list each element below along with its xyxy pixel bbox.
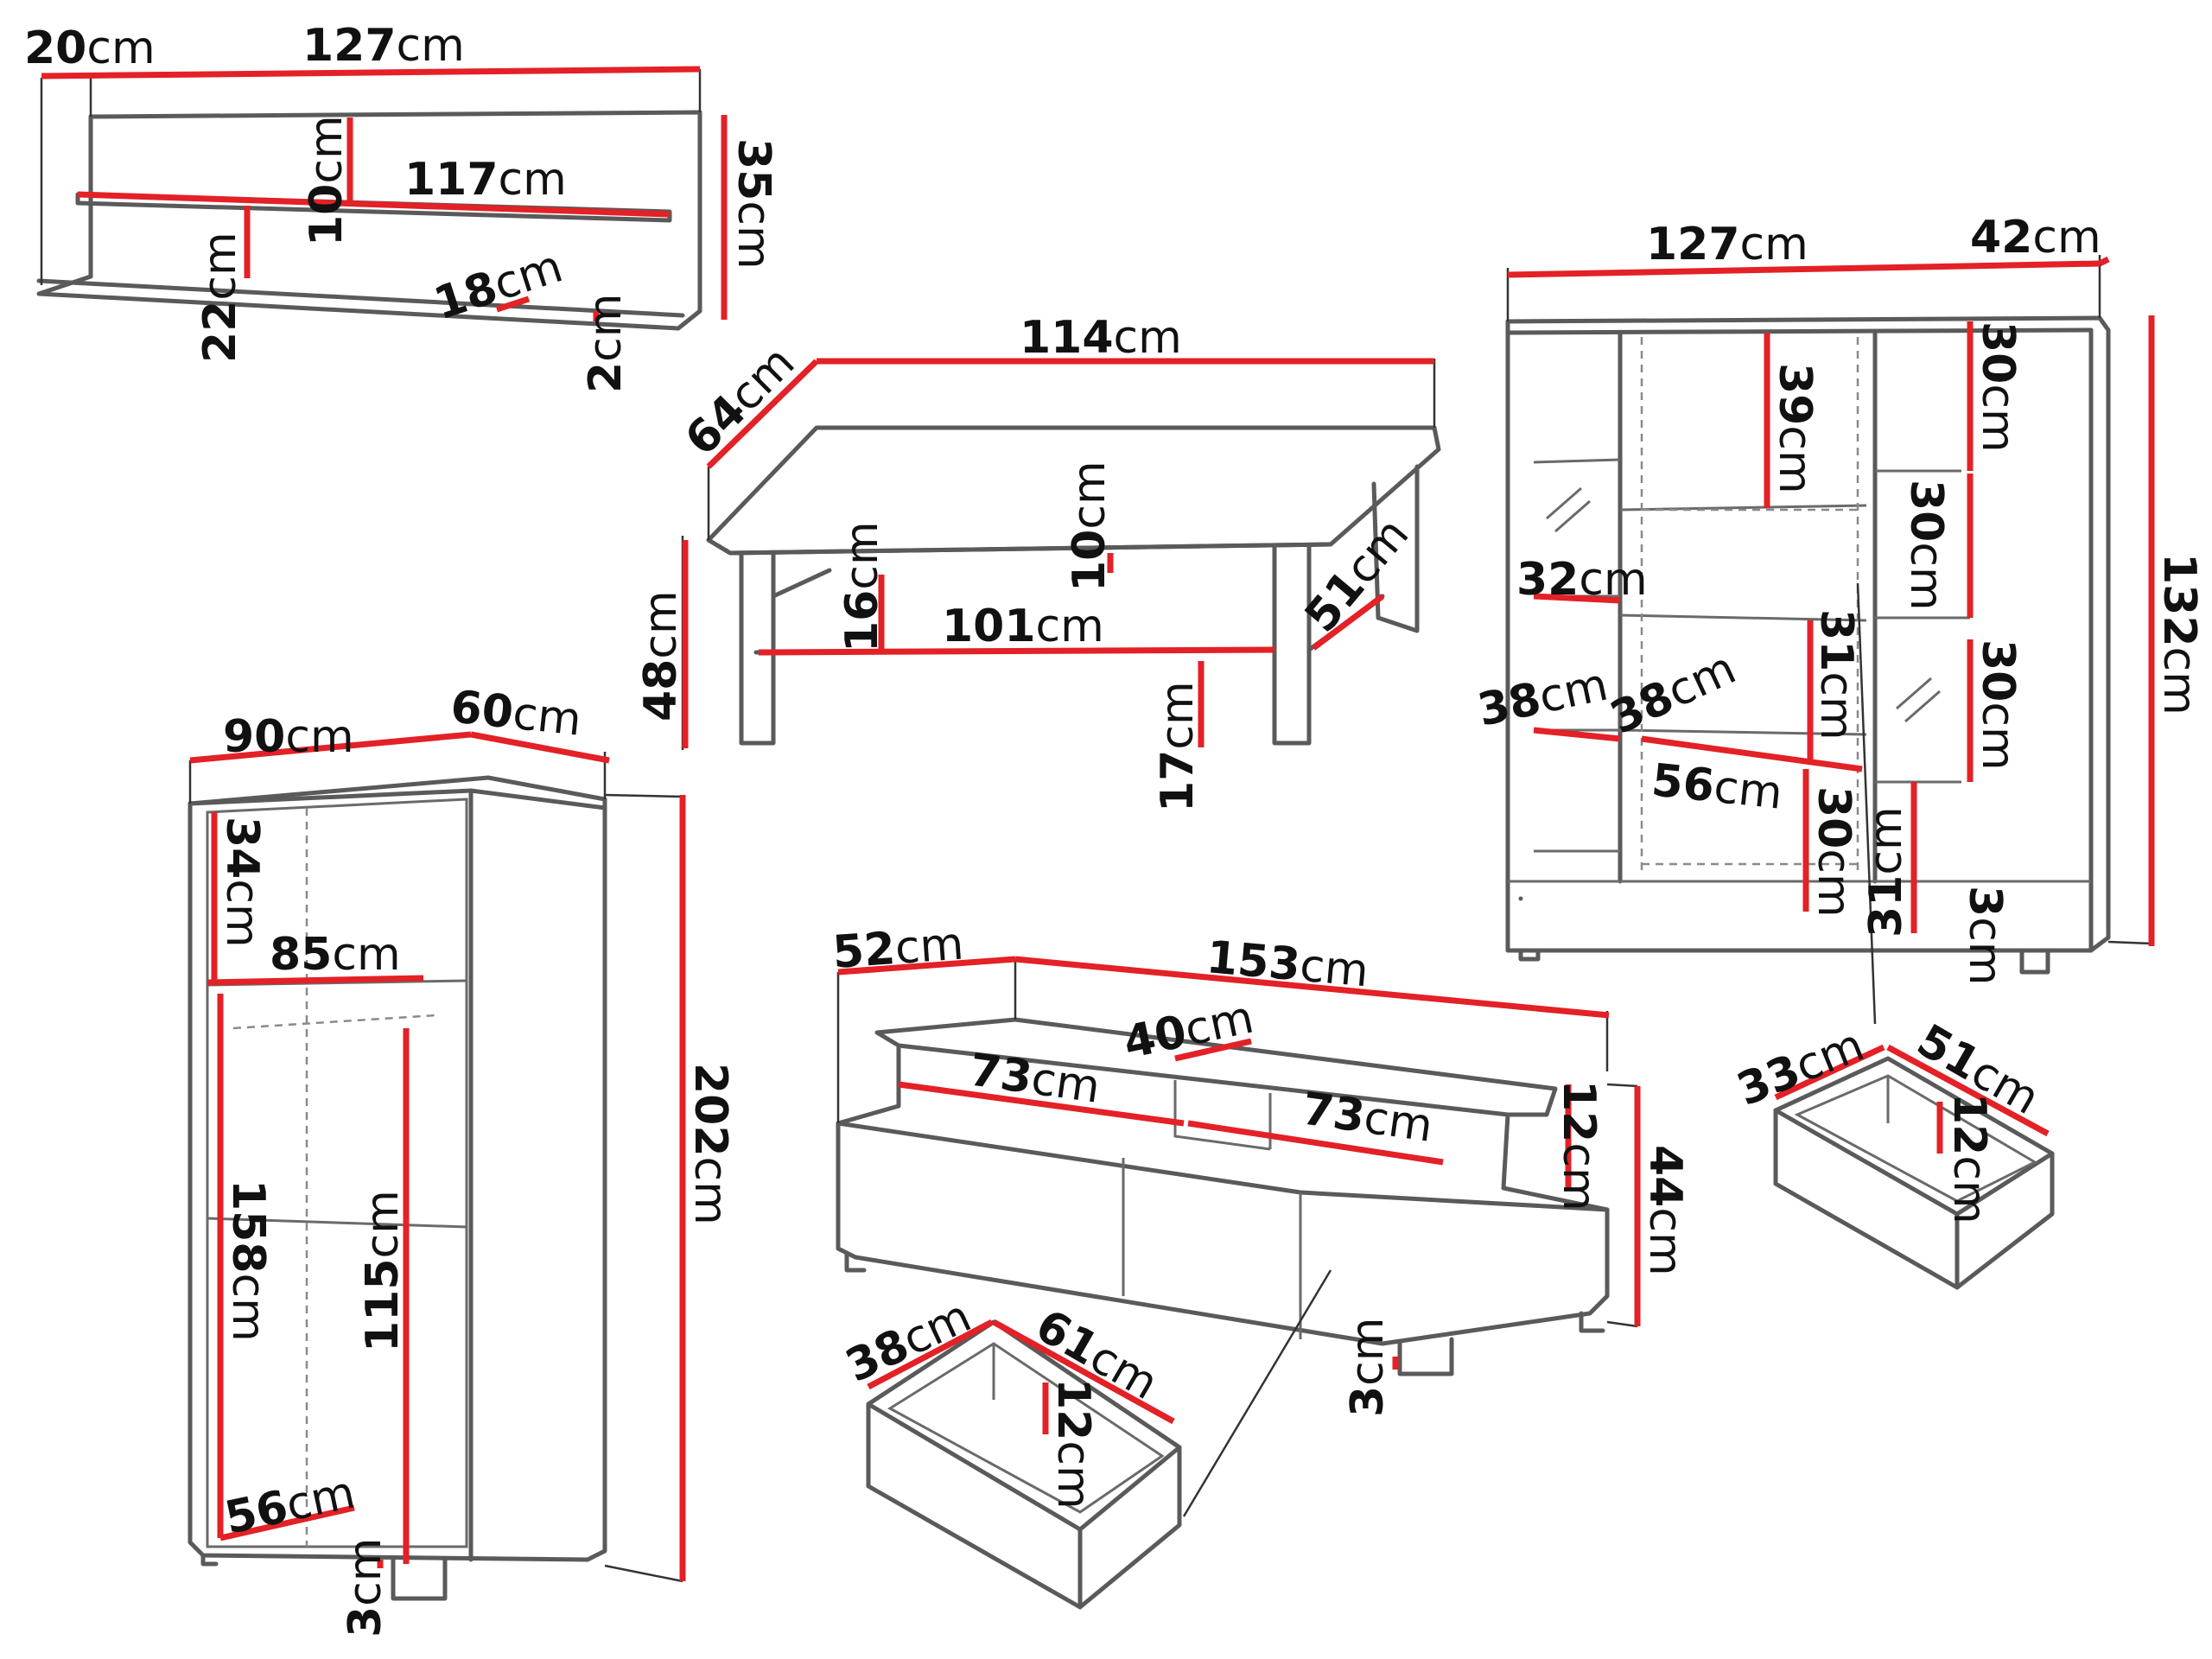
dc-mid-height-label: 31cm [1810, 609, 1862, 741]
dc-mid-bottom-label: 30cm [1808, 786, 1859, 918]
coffee-table-drawing [681, 358, 1441, 750]
dc-left-depth-label: 38cm [1473, 659, 1612, 737]
wardrobe-drawing [188, 731, 686, 1601]
wr-inner-depth-label: 56cm [220, 1467, 359, 1545]
ct-shelf-depth-label: 51cm [1295, 509, 1419, 643]
wr-left-height-label: 158cm [222, 1179, 274, 1342]
tv-foot-label: 3cm [1342, 1318, 1394, 1417]
ct-width-label: 114cm [1020, 312, 1182, 364]
tv-shelf-height-label: 12cm [1553, 1080, 1605, 1211]
ws-width-label: 127cm [302, 20, 465, 72]
dc-mid-depth-label: 38cm [1603, 642, 1744, 744]
ct-height-label: 48cm [635, 590, 687, 721]
dc-foot-label: 3cm [1959, 886, 2011, 985]
ws-inner-width-label: 117cm [404, 154, 567, 206]
ct-shelf-width-label: 101cm [942, 601, 1104, 652]
tv-drawer-drawing [866, 1319, 1182, 1610]
dc-right-top-label: 30cm [1972, 321, 2024, 453]
wr-depth-label: 60cm [448, 681, 584, 747]
wr-foot-label: 3cm [340, 1538, 391, 1637]
ws-shelf-thickness-label: 2cm [580, 294, 632, 393]
cd-height-label: 12cm [1943, 1093, 1995, 1224]
ws-height-label: 35cm [728, 138, 779, 270]
ws-upper-gap-label: 10cm [301, 115, 353, 246]
dc-depth-label: 42cm [1970, 212, 2101, 264]
wr-top-compartment-label: 34cm [216, 817, 268, 948]
ws-lower-gap-label: 22cm [194, 232, 246, 363]
tv-width-label: 153cm [1205, 931, 1370, 997]
dc-mid-width-label: 56cm [1649, 754, 1785, 820]
ct-top-gap-label: 10cm [1064, 461, 1116, 592]
ws-depth-label: 20cm [24, 22, 156, 74]
ct-floor-clearance-label: 17cm [1152, 681, 1204, 812]
dc-height-label: 132cm [2153, 553, 2205, 715]
tv-stand-drawing [836, 956, 1641, 1517]
wall-shelf-drawing [36, 66, 728, 331]
wr-height-label: 202cm [684, 1063, 736, 1225]
ct-depth-label: 64cm [676, 337, 805, 467]
display-cabinet-drawing [1505, 255, 2155, 1025]
dc-mid-top-label: 39cm [1769, 363, 1821, 494]
wr-width-label: 90cm [223, 711, 354, 763]
tv-right-width-label: 73cm [1299, 1083, 1435, 1153]
cabinet-drawer-drawing [1773, 1044, 2055, 1290]
dc-right-second-label: 30cm [1900, 480, 1952, 611]
td-height-label: 12cm [1047, 1378, 1099, 1510]
wr-inner-width-label: 85cm [270, 929, 401, 981]
dc-right-bottom-label: 31cm [1860, 806, 1912, 938]
wr-right-height-label: 115cm [357, 1190, 409, 1352]
tv-depth-label: 52cm [831, 918, 965, 979]
tv-left-width-label: 73cm [966, 1044, 1103, 1114]
dc-right-third-label: 30cm [1972, 639, 2024, 771]
ct-shelf-height-label: 16cm [836, 521, 888, 652]
dc-left-shelf-label: 32cm [1516, 554, 1648, 606]
cd-depth-label: 33cm [1730, 1020, 1871, 1116]
tv-height-label: 44cm [1639, 1145, 1691, 1276]
dc-width-label: 127cm [1646, 219, 1808, 270]
